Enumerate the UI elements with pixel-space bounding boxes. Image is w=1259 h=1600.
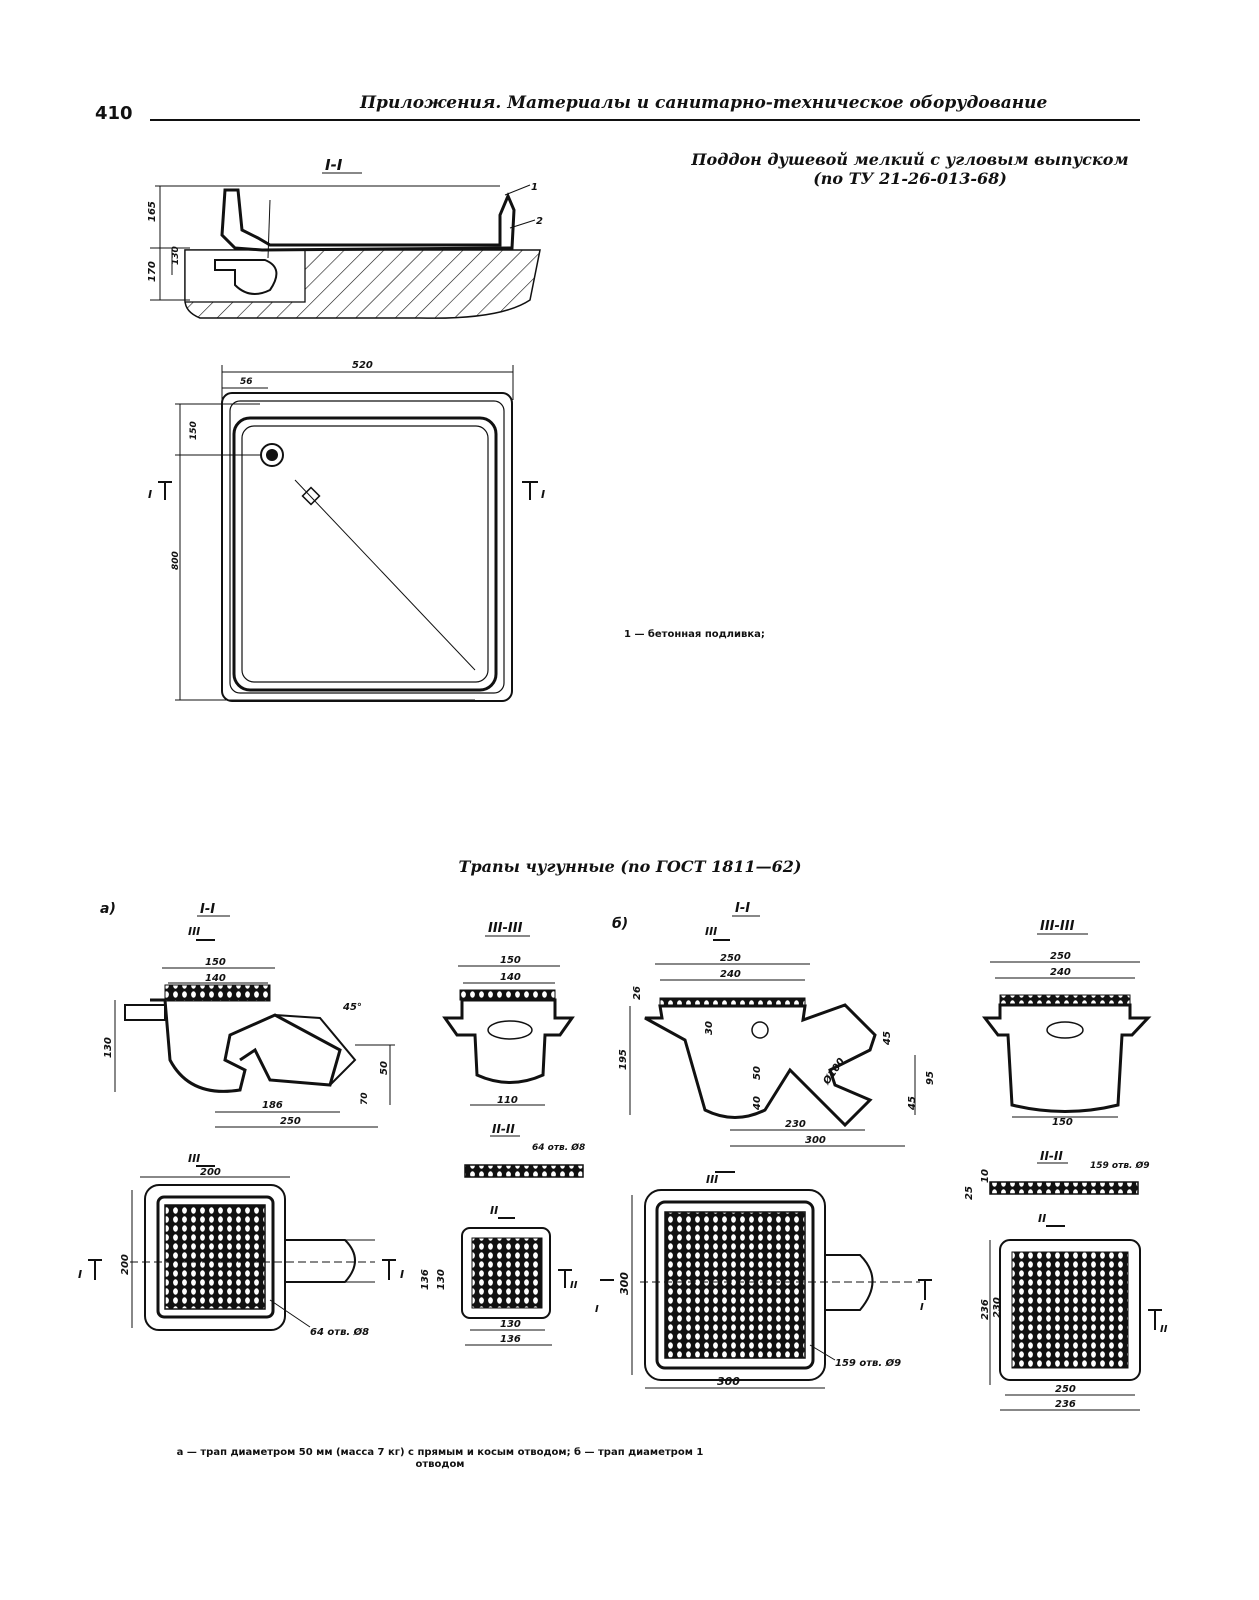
- drain-a-sec-III-label: III-III: [488, 921, 523, 936]
- drain-b-dim-300v: 300: [618, 1272, 631, 1295]
- tray-dim-56: 56: [240, 377, 253, 387]
- drain-b-mark-II: II: [1038, 1212, 1046, 1225]
- tray-dim-130: 130: [171, 246, 181, 265]
- tray-plan-view: 520 56 150 800 I I: [148, 360, 545, 702]
- drain-a-dim-45: 45°: [342, 1002, 362, 1013]
- drains-caption: а — трап диаметром 50 мм (масса 7 кг) с …: [50, 1447, 830, 1471]
- drain-b-holes-grate: 159 отв. Ø9: [1090, 1160, 1149, 1171]
- tray-dim-width: 520: [352, 360, 373, 371]
- drain-b-dim-25: 25: [964, 1186, 975, 1200]
- drain-a-dim-130: 130: [103, 1037, 114, 1058]
- drain-a-mark-III-2: III: [188, 1152, 200, 1165]
- drain-b-holes-main: 159 отв. Ø9: [835, 1357, 901, 1369]
- drain-b-dim-26: 26: [632, 986, 643, 1000]
- header-rule: [150, 119, 1140, 121]
- drain-a-section-II: II-II 64 отв. Ø8 II 130 136 136 130 II: [420, 1122, 585, 1346]
- drain-b-label: б): [612, 916, 628, 932]
- drain-b-sec-III-label: III-III: [1040, 919, 1075, 934]
- tray-callout-1: 1: [531, 182, 538, 193]
- drain-b-dim-230: 230: [785, 1119, 806, 1130]
- drain-a-sec-II-label: II-II: [492, 1122, 515, 1136]
- drain-b-dim-240: 240: [720, 969, 741, 980]
- drain-b-dim-95: 95: [925, 1071, 936, 1085]
- tray-legend: 1 — бетонная подливка;: [624, 629, 765, 640]
- drain-b-dim-40: 40: [752, 1096, 763, 1111]
- drain-b-sec-I-label: I-I: [735, 901, 750, 916]
- drain-a-dim-50: 50: [379, 1061, 390, 1075]
- drain-b-mark-III: III: [705, 925, 717, 938]
- drain-a-plan: 200 200 I I 64 отв. Ø8: [78, 1167, 404, 1338]
- drain-b-dim-240b: 240: [1050, 967, 1071, 978]
- tray-cut-left: I: [148, 488, 152, 501]
- drain-a-holes-main: 64 отв. Ø8: [310, 1326, 369, 1338]
- tray-dim-165: 165: [147, 201, 158, 222]
- caption-line2: отводом: [415, 1459, 465, 1470]
- drain-a-section: а) I-I III 150 140 130 45° 50 70 186 250…: [100, 901, 395, 1167]
- drain-b-dim-236: 236: [980, 1299, 991, 1320]
- drain-a-dim-70: 70: [360, 1092, 370, 1105]
- drain-b-dim-250: 250: [720, 953, 741, 964]
- drain-a-dim-150: 150: [205, 957, 226, 968]
- drain-b-dim-50: 50: [752, 1066, 763, 1080]
- drain-a-holes-grate: 64 отв. Ø8: [532, 1142, 585, 1153]
- drain-b-plan: 300 300 I I 159 отв. Ø9: [595, 1189, 932, 1389]
- drain-a-dim-136: 136: [420, 1269, 431, 1290]
- tray-title-line2: (по ТУ 21-26-013-68): [813, 169, 1007, 188]
- tray-title-line1: Поддон душевой мелкий с угловым выпуском: [691, 150, 1129, 169]
- drain-b-section: б) I-I III 250 240 195 26 30 50 40 Ø100 …: [612, 901, 936, 1186]
- drain-a-sec-I-label: I-I: [200, 902, 215, 917]
- drain-a-label: а): [100, 901, 116, 917]
- drain-b-dim-300b: 300: [717, 1375, 740, 1388]
- drain-b-dim-250b: 250: [1050, 951, 1071, 962]
- drain-a-mark-III: III: [188, 925, 200, 938]
- drain-b-section-II: II-II 159 отв. Ø9 10 25 II 236 230 250 2…: [964, 1149, 1168, 1411]
- drain-b-cut-II: II: [1160, 1324, 1168, 1335]
- drain-a-dim-140: 140: [205, 973, 226, 984]
- drain-b-section-III: III-III 250 240 150: [981, 919, 1152, 1128]
- drain-a-mark-II: II: [490, 1204, 498, 1217]
- drain-b-dim-236b: 236: [1055, 1399, 1076, 1410]
- drain-b-dim-30: 30: [704, 1021, 715, 1035]
- tray-dim-800: 800: [171, 551, 181, 570]
- drain-b-sec-II-label: II-II: [1040, 1149, 1063, 1163]
- drain-b-dim-45b: 45: [907, 1096, 918, 1111]
- drain-b-dim-150: 150: [1052, 1117, 1073, 1128]
- drain-a-section-III: III-III 150 140 110: [442, 921, 575, 1106]
- drain-b-cut-I-left: I: [595, 1304, 599, 1315]
- tray-callout-2: 2: [536, 216, 543, 227]
- tray-dim-150: 150: [189, 421, 199, 440]
- running-title: Приложения. Материалы и санитарно-технич…: [360, 93, 1048, 113]
- drain-a-dim-130b: 130: [436, 1269, 447, 1290]
- drain-b-dim-230b: 230: [992, 1297, 1003, 1318]
- drain-a-cut-II: II: [570, 1280, 578, 1291]
- drain-a-dim-140b: 140: [500, 972, 521, 983]
- drain-b-dim-300: 300: [805, 1135, 826, 1146]
- tray-dim-170: 170: [147, 261, 158, 282]
- drain-a-dim-136b: 136: [500, 1334, 521, 1345]
- caption-line1: а — трап диаметром 50 мм (масса 7 кг) с …: [176, 1447, 704, 1458]
- drain-a-dim-186: 186: [262, 1100, 283, 1111]
- drain-a-dim-150b: 150: [500, 955, 521, 966]
- drain-b-mark-III-2: III: [706, 1173, 718, 1186]
- drain-a-dim-110: 110: [497, 1095, 518, 1106]
- drain-b-dim-250c: 250: [1055, 1384, 1076, 1395]
- drain-a-cut-I-left: I: [78, 1268, 82, 1281]
- drain-a-cut-I-right: I: [400, 1268, 404, 1281]
- drain-a-dim-250: 250: [280, 1116, 301, 1127]
- drain-a-dim-200: 200: [200, 1167, 221, 1178]
- drain-a-dim-200v: 200: [120, 1254, 131, 1275]
- drain-b-dim-10: 10: [980, 1169, 991, 1183]
- tray-section-label: I-I: [325, 156, 343, 174]
- tray-section-view: I-I 165 170 130 1 2: [147, 156, 543, 319]
- drain-b-cut-I-right: I: [920, 1302, 924, 1313]
- drains-title: Трапы чугунные (по ГОСТ 1811—62): [458, 857, 802, 876]
- page-number: 410: [95, 103, 133, 124]
- drain-b-dim-195: 195: [618, 1049, 629, 1070]
- drain-b-dim-45a: 45: [882, 1031, 893, 1046]
- drain-a-dim-130c: 130: [500, 1319, 521, 1330]
- tray-title: Поддон душевой мелкий с угловым выпуском…: [640, 150, 1180, 188]
- tray-cut-right: I: [541, 488, 545, 501]
